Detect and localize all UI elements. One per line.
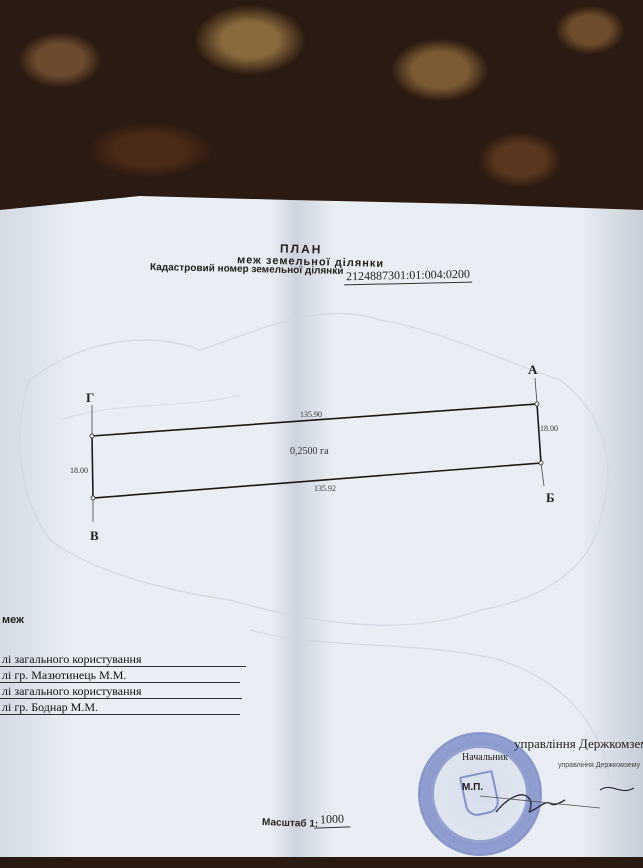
parcel-area: 0,2500 га <box>290 446 329 457</box>
dimension-top: 135.90 <box>300 410 322 419</box>
point-label-v: В <box>90 528 99 543</box>
seal-place-label: М.П. <box>462 782 484 793</box>
signature-office-title: управління Держкомзем <box>514 736 643 751</box>
legend-item-4: лі гр. Боднар М.М. <box>0 700 240 715</box>
point-b-marker <box>538 460 544 466</box>
point-b-tick <box>540 462 545 487</box>
scale-label: Масштаб 1: <box>261 817 319 830</box>
carpet-background <box>0 0 643 220</box>
point-label-g: Г <box>86 390 95 405</box>
legend-item-2: лі гр. Мазютинець М.М. <box>0 668 240 683</box>
point-label-b: Б <box>546 490 555 505</box>
legend-item-3: лі загального користування <box>0 684 242 699</box>
point-a-tick <box>534 377 538 405</box>
point-a-marker <box>534 401 540 407</box>
signature-note: управління Держкомзему <box>558 762 641 769</box>
dimension-bottom: 135.92 <box>314 484 336 493</box>
point-g-marker <box>89 433 95 439</box>
scale-value: 1000 <box>313 811 351 829</box>
signature-role: Начальник <box>462 752 508 763</box>
point-label-a: А <box>528 362 538 377</box>
legend-item-1: лі загального користування <box>0 652 246 667</box>
point-v-marker <box>90 495 96 501</box>
dimension-left: 18.00 <box>70 466 88 475</box>
dimension-right: 18.00 <box>540 424 558 433</box>
legend-heading: меж <box>2 614 24 626</box>
